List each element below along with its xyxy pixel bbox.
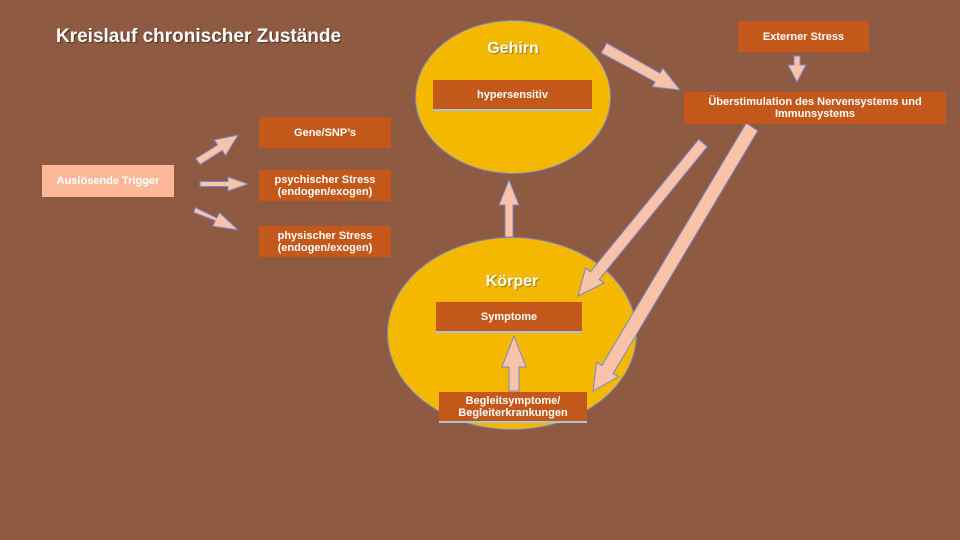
arrow-overstim-to-symptoms — [577, 138, 708, 297]
diagram-title: Kreislauf chronischer Zustände — [56, 26, 342, 47]
comorbidities-line2: Begleiterkrankungen — [458, 406, 568, 419]
arrow-external-to-overstim — [787, 55, 807, 84]
psych-stress-line1: psychischer Stress — [274, 173, 376, 186]
external-stress-box: Externer Stress — [738, 21, 869, 52]
overstimulation-box: Überstimulation des Nervensystems und Im… — [684, 92, 946, 124]
arrow-body-to-brain — [498, 178, 520, 238]
phys-stress-line2: (endogen/exogen) — [277, 241, 373, 254]
phys-stress-box: physischer Stress (endogen/exogen) — [259, 226, 391, 257]
genes-box: Gene/SNP’s — [259, 117, 391, 148]
overstimulation-line1: Überstimulation des Nervensystems und — [708, 96, 922, 108]
arrow-trigger-to-psych — [199, 176, 250, 192]
psych-stress-line2: (endogen/exogen) — [277, 185, 373, 198]
arrow-overstim-to-comorbid — [592, 122, 759, 392]
psych-stress-box: psychischer Stress (endogen/exogen) — [259, 170, 391, 201]
comorbidities-line1: Begleitsymptome/ — [465, 394, 561, 407]
arrow-brain-to-overstim — [600, 42, 682, 91]
arrow-comorbid-to-symptoms — [501, 334, 527, 392]
phys-stress-line1: physischer Stress — [277, 229, 373, 242]
overstimulation-line2: Immunsystems — [774, 108, 856, 120]
arrow-trigger-to-phys — [193, 206, 240, 231]
brain-label: Gehirn — [487, 40, 539, 57]
trigger-box: Auslösende Trigger — [42, 165, 174, 197]
arrow-trigger-to-genes — [194, 134, 240, 166]
body-label: Körper — [485, 273, 539, 290]
comorbidities-box: Begleitsymptome/ Begleiterkrankungen — [439, 392, 587, 423]
symptoms-box: Symptome — [436, 302, 582, 333]
hypersensitive-box: hypersensitiv — [433, 80, 592, 111]
